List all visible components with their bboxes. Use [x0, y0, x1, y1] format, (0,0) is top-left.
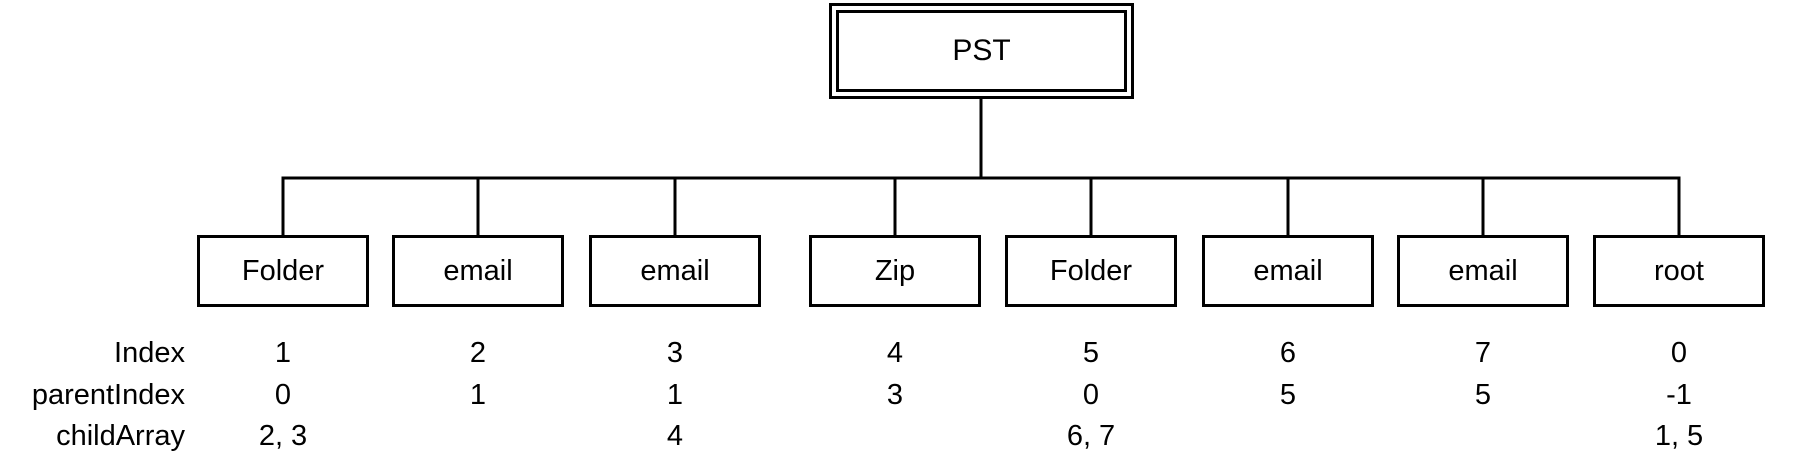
node-parentindex-value: -1	[1666, 379, 1692, 411]
node-index-value: 0	[1670, 337, 1688, 369]
node-index-value: 3	[666, 337, 684, 369]
node-childarray-value: 4	[666, 420, 684, 452]
node-parentindex-value: 0	[274, 379, 292, 411]
row-label-childarray: childArray	[56, 420, 185, 452]
row-label-index: Index	[114, 337, 185, 369]
node-label: email	[1253, 254, 1323, 287]
root-node: PST	[829, 3, 1134, 99]
node-index-value: 5	[1082, 337, 1100, 369]
tree-node: email	[589, 235, 761, 307]
node-index-value: 6	[1279, 337, 1297, 369]
tree-node: email	[1202, 235, 1374, 307]
root-node-label: PST	[952, 34, 1011, 67]
node-childarray-value: 2, 3	[258, 420, 308, 452]
row-label-parentindex: parentIndex	[31, 379, 185, 411]
node-parentindex-value: 3	[886, 379, 904, 411]
node-childarray-value: 1, 5	[1654, 420, 1704, 452]
tree-node: root	[1593, 235, 1765, 307]
tree-node: Folder	[197, 235, 369, 307]
tree-node: Zip	[809, 235, 981, 307]
node-parentindex-value: 1	[666, 379, 684, 411]
node-parentindex-value: 1	[469, 379, 487, 411]
node-parentindex-value: 5	[1474, 379, 1492, 411]
node-index-value: 2	[469, 337, 487, 369]
node-label: Folder	[1049, 254, 1133, 287]
root-node-inner-border: PST	[836, 10, 1127, 92]
node-label: email	[443, 254, 513, 287]
tree-node: email	[1397, 235, 1569, 307]
node-label: email	[640, 254, 710, 287]
node-parentindex-value: 0	[1082, 379, 1100, 411]
node-label: Zip	[874, 254, 916, 287]
node-parentindex-value: 5	[1279, 379, 1297, 411]
node-label: root	[1654, 254, 1704, 287]
tree-node: email	[392, 235, 564, 307]
tree-node: Folder	[1005, 235, 1177, 307]
node-label: Folder	[241, 254, 325, 287]
node-childarray-value: 6, 7	[1066, 420, 1116, 452]
node-index-value: 1	[274, 337, 292, 369]
node-label: email	[1448, 254, 1518, 287]
node-index-value: 7	[1474, 337, 1492, 369]
node-index-value: 4	[886, 337, 904, 369]
